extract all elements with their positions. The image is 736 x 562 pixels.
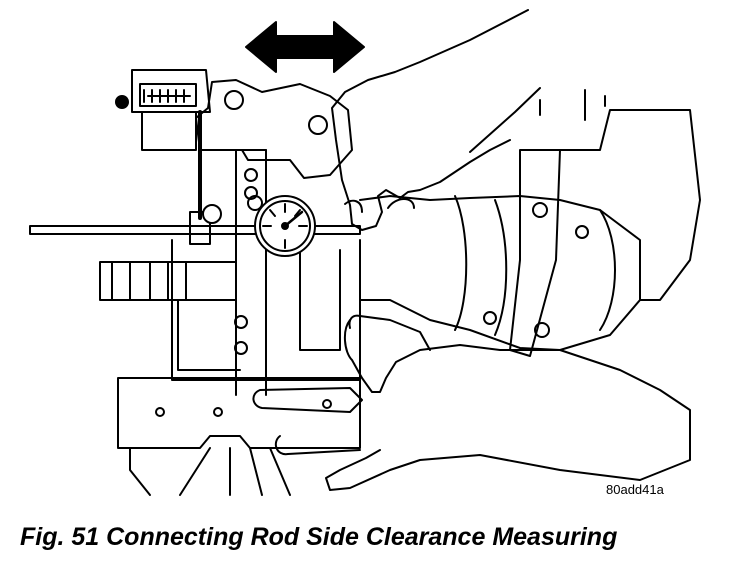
figure-code: 80add41a (606, 482, 664, 497)
rod-clearance-illustration (0, 0, 736, 500)
crankshaft (100, 90, 700, 356)
double-arrow-icon (246, 22, 364, 72)
figure-caption: Fig. 51 Connecting Rod Side Clearance Me… (20, 523, 618, 551)
lower-hand (326, 316, 690, 490)
dial-indicator-icon (30, 70, 360, 256)
fixture-plate (118, 378, 362, 495)
upper-hand (332, 10, 540, 230)
